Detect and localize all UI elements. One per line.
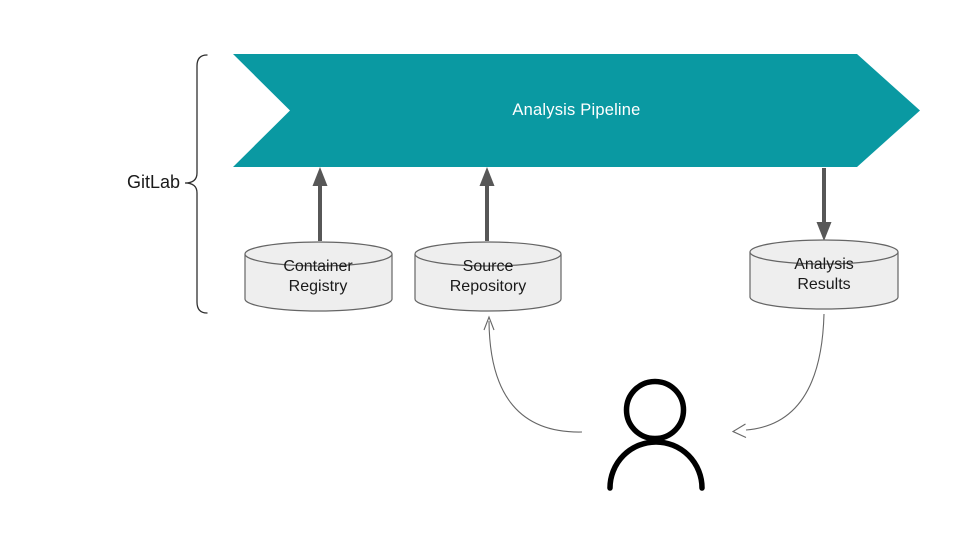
arrow-pipeline-to-analysis-results: [816, 168, 832, 241]
arrow-analysis-results-to-user: [731, 313, 825, 438]
database-cylinder-container-registry: [244, 241, 393, 312]
analysis-results-label: Analysis Results: [794, 255, 854, 293]
database-cylinder-source-repository: [414, 241, 562, 312]
arrow-user-to-source-repository: [483, 315, 583, 433]
arrow-source-repository-to-pipeline: [479, 167, 495, 241]
gitlab-group-label: GitLab: [126, 171, 180, 192]
pipeline-banner-arrow: [233, 54, 920, 167]
source-repository-label: Source Repository: [449, 257, 527, 295]
arrow-container-registry-to-pipeline: [312, 167, 328, 241]
curly-brace: [184, 54, 208, 314]
pipeline-banner-label: Analysis Pipeline: [512, 101, 641, 119]
user-icon: [607, 378, 705, 491]
database-cylinder-analysis-results: [749, 239, 899, 310]
container-registry-label: Container Registry: [283, 257, 353, 295]
